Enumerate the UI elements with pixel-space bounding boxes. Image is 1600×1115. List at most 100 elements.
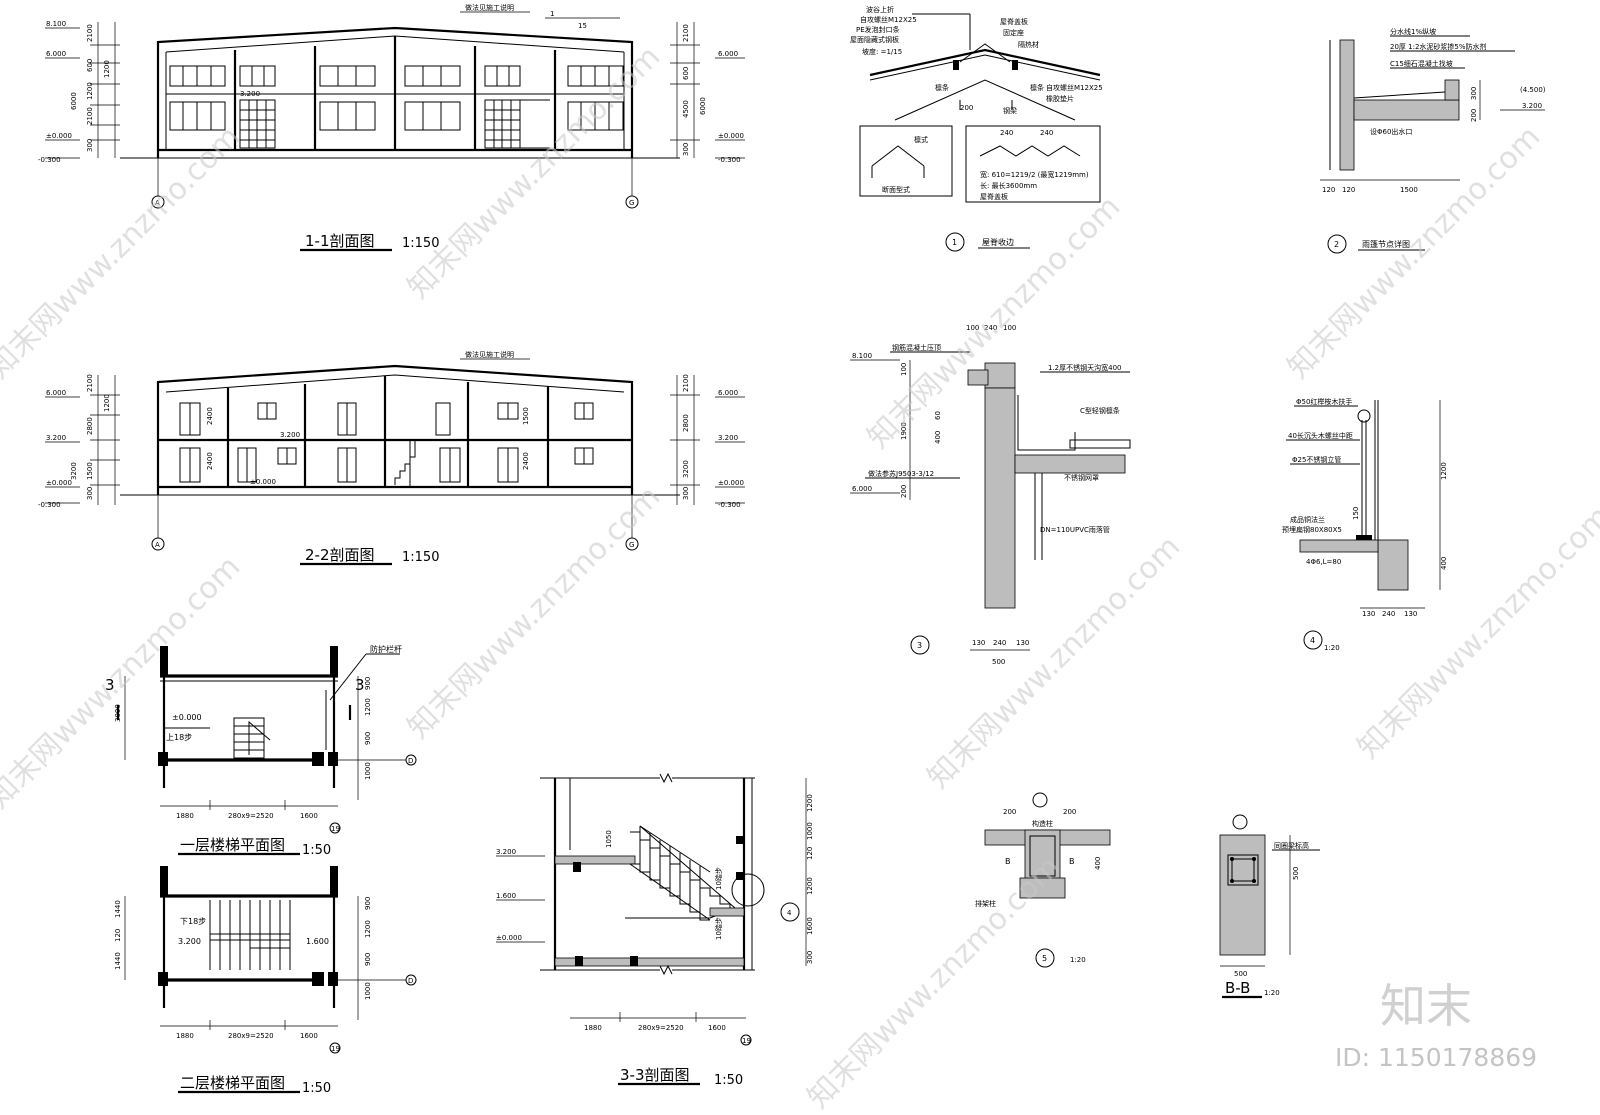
d2-dim120b: 120 bbox=[1342, 186, 1355, 194]
slope-15: 15 bbox=[578, 22, 587, 30]
d2-dim300: 300 bbox=[1470, 87, 1478, 100]
d2-elev-4500: (4.500) bbox=[1520, 86, 1546, 94]
d3-elev-8100: 8.100 bbox=[852, 352, 872, 360]
elev-m300-s2r: -0.300 bbox=[718, 501, 741, 509]
d3-dim500: 500 bbox=[992, 658, 1005, 666]
d1-l17: 屋脊盖板 bbox=[980, 192, 1008, 201]
section-mark-3-l: 3 bbox=[105, 676, 115, 694]
axis-g-s2: G bbox=[629, 541, 634, 549]
d3-l5: 不锈钢网罩 bbox=[1064, 473, 1099, 482]
watermark-4: 知末网www.znzmo.com bbox=[1281, 119, 1547, 385]
d1-l7: 固定座 bbox=[1003, 28, 1024, 37]
d4-dim150: 150 bbox=[1352, 507, 1360, 520]
scale-sp1: 1:50 bbox=[302, 843, 331, 858]
axis-a: A bbox=[155, 199, 160, 207]
d4-l6: 4Φ6,L=80 bbox=[1306, 558, 1341, 566]
dim-1880-sp2: 1880 bbox=[176, 1032, 194, 1040]
d4-dim130b: 130 bbox=[1404, 610, 1417, 618]
dim-1440b-sp2: 1440 bbox=[114, 952, 122, 970]
d1-l9: 檩条 bbox=[935, 83, 949, 92]
d1-l1: 波谷上折 bbox=[866, 5, 894, 14]
dim-1880-s3: 1880 bbox=[584, 1024, 602, 1032]
stair-plan-2: 下18步 3.200 1.600 1440 120 1440 900 1200 … bbox=[114, 866, 417, 1096]
elev-0-s3: ±0.000 bbox=[496, 934, 522, 942]
scale-sp2: 1:50 bbox=[302, 1081, 331, 1096]
dim-2100: 2100 bbox=[86, 24, 94, 42]
step-note-sp1: 上18步 bbox=[166, 733, 192, 742]
title-3-3: 3-3剖面图 bbox=[620, 1066, 690, 1084]
detail-4-handrail: Φ50红榉桉木扶手 40长沉头木螺丝中距 Φ25不锈钢立管 成品铜法兰 预埋扁钢… bbox=[1282, 397, 1448, 652]
section-2-2: 6.000 3.200 ±0.000 -0.300 2100 2800 3200… bbox=[38, 350, 745, 566]
bb-scale: 1:20 bbox=[1264, 989, 1280, 997]
dim-120-sp2: 120 bbox=[114, 929, 122, 942]
dim-2800-s2r: 2800 bbox=[682, 414, 690, 432]
d3-dim1900: 1900 bbox=[900, 422, 908, 440]
d5-row-label: 排架柱 bbox=[975, 899, 996, 908]
watermark-7: 知末网www.znzmo.com bbox=[921, 529, 1187, 795]
bb-dim500v: 500 bbox=[1292, 867, 1300, 880]
d3-elev-6000: 6.000 bbox=[852, 485, 872, 493]
dim-1050-s3: 1050 bbox=[605, 830, 613, 848]
d5-dim200b: 200 bbox=[1063, 808, 1076, 816]
axis-19-s3: 19 bbox=[742, 1037, 751, 1045]
dim-300-r: 300 bbox=[682, 143, 690, 156]
dim-3200-s2r: 3200 bbox=[682, 460, 690, 478]
elev-3200-s3: 3.200 bbox=[496, 848, 516, 856]
d1-dim240b: 240 bbox=[1040, 129, 1053, 137]
dim-2100b: 2100 bbox=[86, 107, 94, 125]
elev-0-sp1: ±0.000 bbox=[172, 713, 202, 722]
dim-1200-sp2: 1200 bbox=[364, 920, 372, 938]
steps-s3-a: 10踏步 bbox=[714, 867, 723, 890]
brand-logo: 知末 bbox=[1380, 979, 1472, 1033]
dim-120-s3: 120 bbox=[806, 847, 814, 860]
stair-plan-1: ±0.000 上18步 3 3 防护栏杆 3000 900 1200 900 1… bbox=[105, 644, 417, 858]
d2-dim200: 200 bbox=[1470, 109, 1478, 122]
step-note-sp2: 下18步 bbox=[180, 917, 206, 926]
scale-2-2: 1:150 bbox=[402, 550, 439, 565]
d3-l4: 做法参苏J9503-3/12 bbox=[868, 469, 934, 478]
elev-8100: 8.100 bbox=[46, 20, 66, 28]
elev-1600-sp2: 1.600 bbox=[306, 937, 329, 946]
d4-l5: 预埋扁钢80X80X5 bbox=[1282, 525, 1342, 534]
dim-1600-sp2: 1600 bbox=[300, 1032, 318, 1040]
watermark-9: 知末网www.znzmo.com bbox=[801, 849, 1067, 1115]
dim-1200-sp1: 1200 bbox=[364, 698, 372, 716]
elev-6000-s2: 6.000 bbox=[46, 389, 66, 397]
dim-1000-s3: 1000 bbox=[806, 822, 814, 840]
d3-dim60: 60 bbox=[934, 411, 942, 420]
d1-l6: 屋脊盖板 bbox=[1000, 17, 1028, 26]
elev-m300-r: -0.300 bbox=[718, 156, 741, 164]
d3-l1: 钢筋混凝土压顶 bbox=[892, 343, 941, 352]
d4-num: 4 bbox=[1310, 636, 1315, 645]
dim-600: 600 bbox=[86, 59, 94, 72]
detail-5-column: 构造柱 排架柱 B B 200 200 400 5 1:20 bbox=[975, 792, 1111, 968]
watermark-6: 知末网www.znzmo.com bbox=[401, 479, 667, 745]
dim-300-s2: 300 bbox=[86, 487, 94, 500]
d5-scale: 1:20 bbox=[1070, 956, 1086, 964]
d4-l1: Φ50红榉桉木扶手 bbox=[1296, 397, 1352, 406]
slope-1: 1 bbox=[550, 10, 554, 18]
scale-1-1: 1:150 bbox=[402, 236, 439, 251]
d3-l6: DN=110UPVC雨落管 bbox=[1040, 525, 1110, 534]
dim-2100-s2r: 2100 bbox=[682, 374, 690, 392]
dim-1200-s3: 1200 bbox=[806, 794, 814, 812]
d1-l8: 隔热材 bbox=[1018, 40, 1039, 49]
dim-1600b-s3: 1600 bbox=[708, 1024, 726, 1032]
elev-0-mid: ±0.000 bbox=[250, 478, 276, 486]
elev-m300-s2: -0.300 bbox=[38, 501, 61, 509]
d1-l9b: 檩条 bbox=[1030, 83, 1044, 92]
d4-dim240: 240 bbox=[1382, 610, 1395, 618]
steps-s3-b: 10踏步 bbox=[714, 917, 723, 940]
dim-6000-r: 6000 bbox=[699, 97, 707, 115]
dim-steps-sp1: 280x9=2520 bbox=[228, 812, 274, 820]
elev-0-r: ±0.000 bbox=[718, 132, 744, 140]
d1-l3: PE发泡封口条 bbox=[856, 25, 900, 34]
d4-l3: Φ25不锈钢立管 bbox=[1292, 455, 1341, 464]
detail-1-ridge: 波谷上折 自攻螺丝M12X25 PE发泡封口条 屋面隐藏式钢板 坡度: =1/1… bbox=[850, 5, 1103, 252]
elev-3200-sp2: 3.200 bbox=[178, 937, 201, 946]
dim-1000-sp1: 1000 bbox=[364, 762, 372, 780]
dim-1200b: 1200 bbox=[103, 60, 111, 78]
d3-dim130b: 130 bbox=[1016, 639, 1029, 647]
section-mark-3-r: 3 bbox=[355, 676, 365, 694]
